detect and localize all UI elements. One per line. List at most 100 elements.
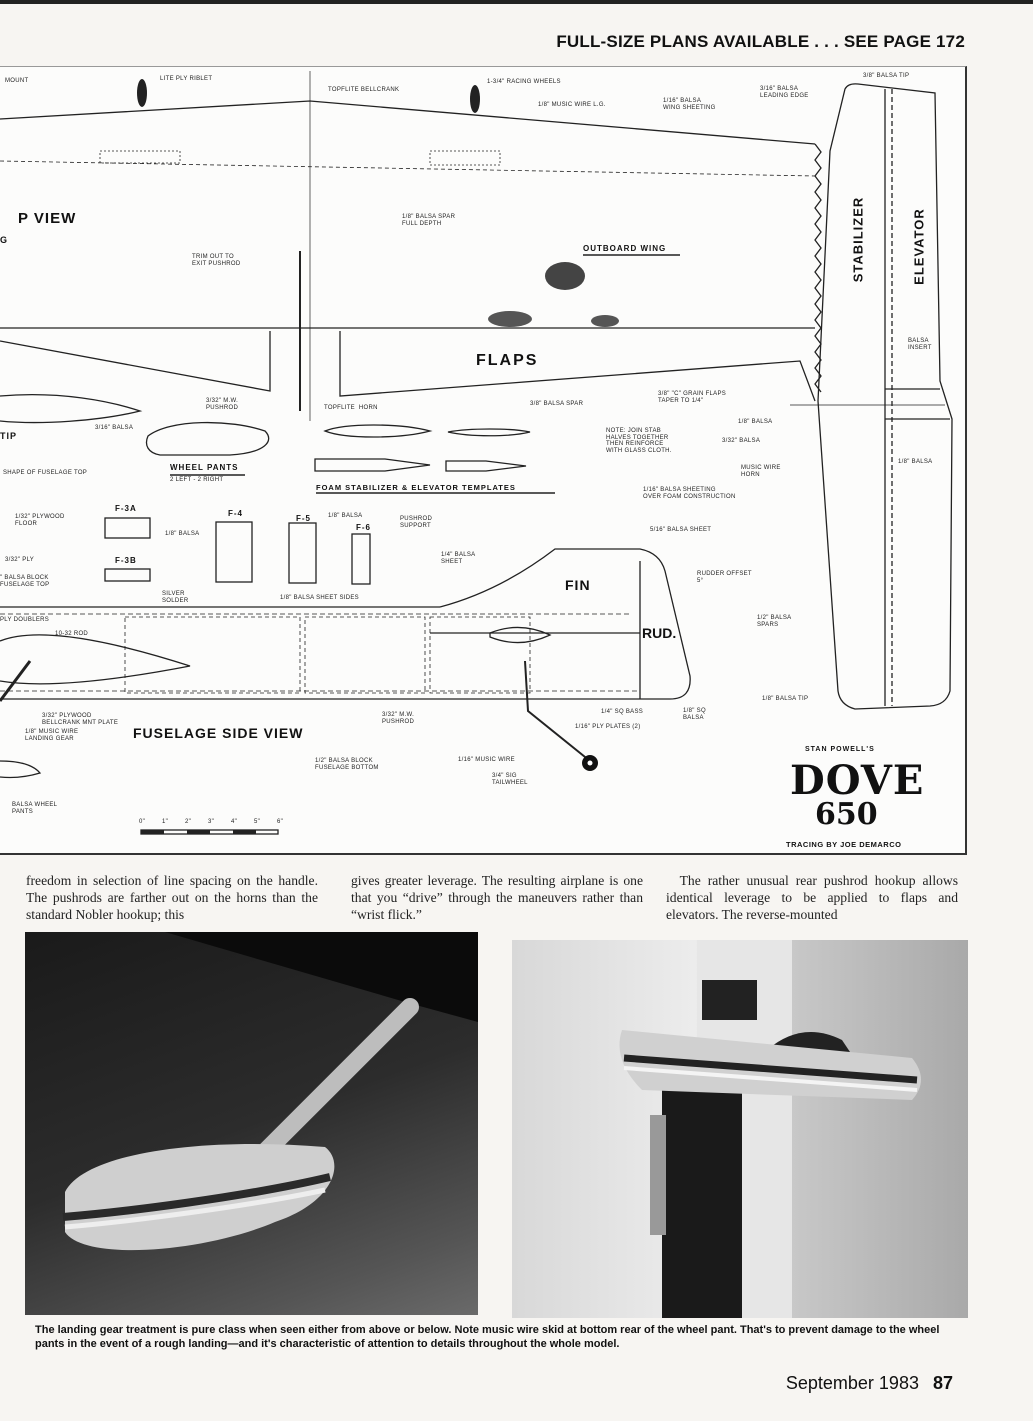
designer-credit: STAN POWELL'S xyxy=(805,746,875,753)
former-f3b-title: F-3B xyxy=(115,556,137,565)
plan-callout-label: 3/16" BALSA LEADING EDGE xyxy=(760,86,809,99)
plan-callout-label: PLY DOUBLERS xyxy=(0,617,50,623)
plan-callout-label: BALSA WHEEL PANTS xyxy=(12,802,58,815)
former-f3a xyxy=(104,517,151,539)
page-number: 87 xyxy=(932,1373,953,1393)
rudder-title: RUD. xyxy=(642,625,677,641)
scale-tick-label: 6" xyxy=(277,819,284,825)
plan-callout-label: TOPFLITE BELLCRANK xyxy=(328,87,400,93)
plan-callout-label: 1/8" BALSA xyxy=(328,513,363,519)
plan-callout-label: 1/8" BALSA xyxy=(738,419,773,425)
page-footer: September 1983 87 xyxy=(786,1373,953,1394)
dove-650-logo: 650 xyxy=(815,797,878,832)
plan-callout-label: 1/4" SQ BASS xyxy=(601,709,644,715)
tip-outline xyxy=(0,394,143,424)
fuselage-side-view-title: FUSELAGE SIDE VIEW xyxy=(133,725,304,741)
plan-callout-label: SILVER SOLDER xyxy=(162,591,189,604)
scale-tick-label: 0" xyxy=(139,819,146,825)
plan-line-art xyxy=(0,71,953,835)
former-f4 xyxy=(215,521,253,583)
plan-callout-label: 1/8" MUSIC WIRE LANDING GEAR xyxy=(25,729,79,742)
plan-callout-label: 1/8" BALSA TIP xyxy=(762,696,809,702)
plan-callout-label: 1/8" SQ BALSA xyxy=(683,708,706,721)
plan-callout-label: 10-32 ROD xyxy=(55,631,89,637)
plan-callout-label: 1/8" BALSA SPAR FULL DEPTH xyxy=(402,214,456,227)
former-f6 xyxy=(351,533,371,585)
plan-callout-label: BALSA INSERT xyxy=(908,338,932,351)
plan-callout-label: LITE PLY RIBLET xyxy=(160,76,213,82)
plan-callout-label: 3/8" BALSA SPAR xyxy=(530,401,584,407)
plan-callout-label: 1/16" PLY PLATES (2) xyxy=(575,724,641,730)
scale-tick-label: 4" xyxy=(231,819,238,825)
stabilizer-title: STABILIZER xyxy=(850,196,866,283)
scale-bar xyxy=(140,829,279,835)
plan-callout-label: MOUNT xyxy=(5,78,29,84)
former-f3b xyxy=(104,568,151,582)
plan-callout-label: 1/32" PLYWOOD FLOOR xyxy=(15,514,65,527)
plan-callout-label: 1/8" MUSIC WIRE L.G. xyxy=(538,102,606,108)
plan-callout-label: 3/4" SIG TAILWHEEL xyxy=(492,773,528,786)
elevator-title: ELEVATOR xyxy=(911,208,927,285)
plan-callout-label: " BALSA BLOCK FUSELAGE TOP xyxy=(0,575,50,588)
fuselage-side-view xyxy=(0,548,691,779)
plan-callout-label: 1/2" BALSA SPARS xyxy=(757,615,792,628)
plan-callout-label: 3/32" M.W. PUSHROD xyxy=(206,398,239,411)
photo-wheel-pant-above xyxy=(512,940,968,1318)
former-f6-title: F-6 xyxy=(356,523,371,532)
plan-callout-label: 1/16" MUSIC WIRE xyxy=(458,757,515,763)
plan-callout-label: 3/16" BALSA xyxy=(95,425,134,431)
scale-tick-label: 5" xyxy=(254,819,261,825)
plan-callout-label: 5/16" BALSA SHEET xyxy=(650,527,712,533)
wheel-pant-photo-art xyxy=(62,932,478,1251)
plan-callout-label: NOTE: JOIN STAB HALVES TOGETHER THEN REI… xyxy=(606,428,672,454)
former-f5 xyxy=(288,522,317,584)
plan-callout-label: 1-3/4" RACING WHEELS xyxy=(487,79,561,85)
article-column-2: gives greater leverage. The resulting ai… xyxy=(351,873,643,922)
dove-logo: DOVE xyxy=(790,757,925,804)
plan-callout-label: 1/16" BALSA WING SHEETING xyxy=(663,98,716,111)
plans-available-header: FULL-SIZE PLANS AVAILABLE . . . SEE PAGE… xyxy=(556,32,965,51)
former-f5-title: F-5 xyxy=(296,514,311,523)
plan-callout-label: SHAPE OF FUSELAGE TOP xyxy=(3,470,88,476)
plan-callout-label: 3/8" BALSA TIP xyxy=(863,73,910,79)
article-column-3: The rather unusual rear pushrod hookup a… xyxy=(666,873,958,922)
plan-callout-label: PUSHROD SUPPORT xyxy=(400,516,433,529)
outboard-wing-title: OUTBOARD WING xyxy=(583,244,667,253)
wheel-pant-top-photo-art xyxy=(619,940,921,1318)
wheel-pant-outline xyxy=(145,421,270,456)
fin-title: FIN xyxy=(565,577,591,593)
former-f4-title: F-4 xyxy=(228,509,243,518)
plan-callout-label: 1/2" BALSA BLOCK FUSELAGE BOTTOM xyxy=(315,758,379,771)
plan-callout-label: 3/32" M.W. PUSHROD xyxy=(382,712,415,725)
plan-callout-label: TOPFLITE HORN xyxy=(324,405,378,411)
scale-tick-label: 1" xyxy=(162,819,169,825)
templates-title: FOAM STABILIZER & ELEVATOR TEMPLATES xyxy=(316,483,516,492)
plan-callout-label: 1/16" BALSA SHEETING OVER FOAM CONSTRUCT… xyxy=(643,487,736,500)
scale-tick-label: 3" xyxy=(208,819,215,825)
issue-date: September 1983 xyxy=(785,1373,919,1393)
plan-callout-label: 1/8" BALSA SHEET SIDES xyxy=(280,595,359,601)
page-top-rule xyxy=(0,0,1033,4)
photo-caption: The landing gear treatment is pure class… xyxy=(35,1324,940,1350)
model-plan-drawing: P VIEW G FLAPS OUTBOARD WING TIP WHEEL P… xyxy=(0,66,967,855)
plan-callout-label: TRIM OUT TO EXIT PUSHROD xyxy=(192,254,241,267)
plan-callout-label: 3/32" BALSA xyxy=(722,438,761,444)
plan-callout-label: 3/8" "C" GRAIN FLAPS TAPER TO 1/4" xyxy=(658,391,727,404)
plan-callout-label: 3/32" PLY xyxy=(5,557,35,563)
plan-callout-label: 1/4" BALSA SHEET xyxy=(441,552,476,565)
top-view-title: P VIEW xyxy=(18,210,77,227)
plan-callout-label: MUSIC WIRE HORN xyxy=(741,465,781,478)
photo-wheel-pant-below xyxy=(25,932,478,1315)
tracing-credit: TRACING BY JOE DEMARCO xyxy=(786,840,902,849)
wheel-pants-subtitle: 2 LEFT - 2 RIGHT xyxy=(170,477,224,483)
wing-top-view xyxy=(0,71,822,421)
plan-callout-label: RUDDER OFFSET 5° xyxy=(697,571,752,584)
plan-callout-label: 3/32" PLYWOOD BELLCRANK MNT PLATE xyxy=(42,713,119,726)
plan-callout-label: 1/8" BALSA xyxy=(165,531,200,537)
top-view-subtitle: G xyxy=(0,235,9,245)
scale-tick-label: 2" xyxy=(185,819,192,825)
tip-title: TIP xyxy=(0,431,18,441)
stabilizer-elevator-view xyxy=(790,83,953,710)
former-f3a-title: F-3A xyxy=(115,504,137,513)
flaps-title: FLAPS xyxy=(476,352,539,369)
